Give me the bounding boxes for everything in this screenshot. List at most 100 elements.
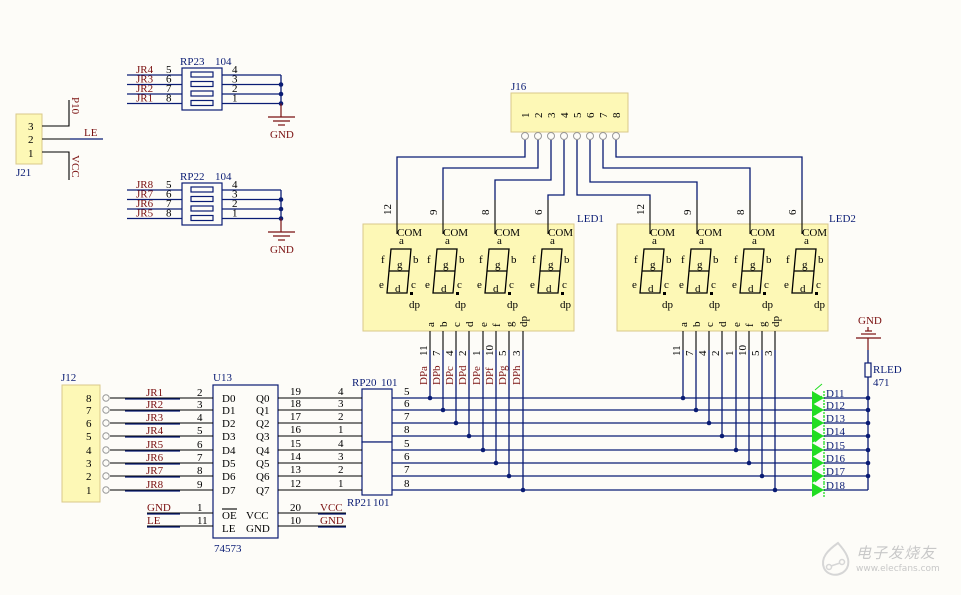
led1-com-label: COM xyxy=(495,227,520,239)
led-ref: D16 xyxy=(826,453,845,465)
rp21-right-pin: 5 xyxy=(404,438,410,450)
rp23-net-label: JR3 xyxy=(136,74,154,86)
seg-d-label: d xyxy=(695,283,701,295)
led2-com-label: COM xyxy=(697,227,722,239)
j16-pin-pad xyxy=(586,132,594,140)
seg-d-label: d xyxy=(748,283,754,295)
dp-dot xyxy=(815,292,818,295)
seg-d-label: d xyxy=(493,283,499,295)
rp21-right-pin: 8 xyxy=(404,478,410,490)
watermark-logo-icon xyxy=(822,541,850,576)
digit-outline xyxy=(386,248,412,294)
seg-g-label: g xyxy=(443,259,449,271)
rp23-net-label: JR4 xyxy=(136,64,154,76)
rp23-net-label: JR2 xyxy=(136,83,153,95)
dp-dot xyxy=(561,292,564,295)
led-diode-icon xyxy=(812,429,824,443)
rp22-resistor xyxy=(190,205,214,212)
rp22-right-pin: 4 xyxy=(232,179,238,191)
rled-ref: RLED xyxy=(873,364,902,376)
j21-pin-2: 2 xyxy=(28,134,34,146)
seg-b-label: b xyxy=(413,254,419,266)
rp22-resistor xyxy=(190,195,214,203)
j12-pin-pad xyxy=(102,459,110,467)
seg-b-label: b xyxy=(766,254,772,266)
j16-pin-number: 3 xyxy=(546,112,558,118)
seg-b-label: b xyxy=(459,254,465,266)
led2-seg-name: e xyxy=(731,322,743,327)
segment-bus xyxy=(278,140,812,493)
u13-output-name: Q5 xyxy=(256,458,270,470)
led1-seg-name: e xyxy=(478,322,490,327)
digit-outline xyxy=(686,248,712,294)
u13-output-name: Q6 xyxy=(256,471,270,483)
led2-com-label: COM xyxy=(650,227,675,239)
led1-seg-net: DPg xyxy=(497,365,509,385)
j21-ref: J21 xyxy=(16,167,31,179)
j12-pin-number: 6 xyxy=(86,418,92,430)
rp21-right-pin: 7 xyxy=(404,464,410,476)
u13-input-name: D0 xyxy=(222,393,236,405)
resistor-rled: GND RLED 471 xyxy=(856,315,902,490)
u13-out-pin: 12 xyxy=(290,478,301,490)
led1-seg-pin: 1 xyxy=(471,351,483,357)
led1-seg-net: DPa xyxy=(418,366,430,385)
seg-g-label: g xyxy=(697,259,703,271)
com-wire xyxy=(494,140,552,200)
led2-seg-pin: 5 xyxy=(750,350,762,356)
led-ref: D11 xyxy=(826,388,845,400)
seg-b-label: b xyxy=(564,254,570,266)
j12-pin-pad xyxy=(102,472,110,480)
resistor-packs-rp20-rp21: RP20 101 RP21 101 5419631872178116541563… xyxy=(290,377,410,509)
led1-seg-net: DPb xyxy=(431,365,443,385)
rp23-resistor xyxy=(190,80,214,88)
u13-input-net: JR6 xyxy=(146,452,164,464)
seg-b-label: b xyxy=(818,254,824,266)
j12-pin-pad xyxy=(102,394,110,402)
rp20-right-pin: 8 xyxy=(404,424,410,436)
seg-g-label: g xyxy=(495,259,501,271)
seg-d-label: d xyxy=(546,283,552,295)
seg-c-label: c xyxy=(664,279,669,291)
rp22-left-pin: 8 xyxy=(166,208,172,220)
j21-body xyxy=(15,113,43,165)
seg-e-label: e xyxy=(477,279,482,291)
rp23-resistor xyxy=(190,99,214,107)
com-wire xyxy=(547,140,565,200)
j16-pin-pad xyxy=(534,132,542,140)
rp21-left-pin: 4 xyxy=(338,438,344,450)
j21-pin-3: 3 xyxy=(28,121,34,133)
seg-dp-label: dp xyxy=(709,299,721,311)
seg-d-label: d xyxy=(800,283,806,295)
rp20-body xyxy=(361,388,393,443)
rp23-ref: RP23 xyxy=(180,56,205,68)
rp22-left-pin: 6 xyxy=(166,189,172,201)
j16-body xyxy=(510,92,629,133)
u13-ref: U13 xyxy=(213,372,232,384)
rp23-resistor xyxy=(190,71,214,78)
led2-seg-name: c xyxy=(704,322,716,327)
dp-dot xyxy=(456,292,459,295)
led2-com-pin: 6 xyxy=(787,209,799,215)
seg-f-label: f xyxy=(634,254,638,266)
u13-input-name: D5 xyxy=(222,458,236,470)
j21-net-vcc: VCC xyxy=(69,155,81,178)
j12-pin-pad xyxy=(102,419,110,427)
u13-out-pin: 14 xyxy=(290,451,302,463)
seg-c-label: c xyxy=(411,279,416,291)
led-diode-icon xyxy=(812,416,824,430)
com-wire xyxy=(396,140,526,200)
u13-input-name: D4 xyxy=(222,445,236,457)
j12-pin-pad xyxy=(102,446,110,454)
j12-pin-number: 5 xyxy=(86,431,92,443)
rp23-value: 104 xyxy=(215,56,232,68)
u13-input-net: JR4 xyxy=(146,425,164,437)
j16-ref: J16 xyxy=(511,81,527,93)
u13-input-net: JR3 xyxy=(146,412,164,424)
seg-e-label: e xyxy=(732,279,737,291)
rp20-left-pin: 2 xyxy=(338,411,344,423)
led1-seg-pin: 3 xyxy=(511,350,523,356)
